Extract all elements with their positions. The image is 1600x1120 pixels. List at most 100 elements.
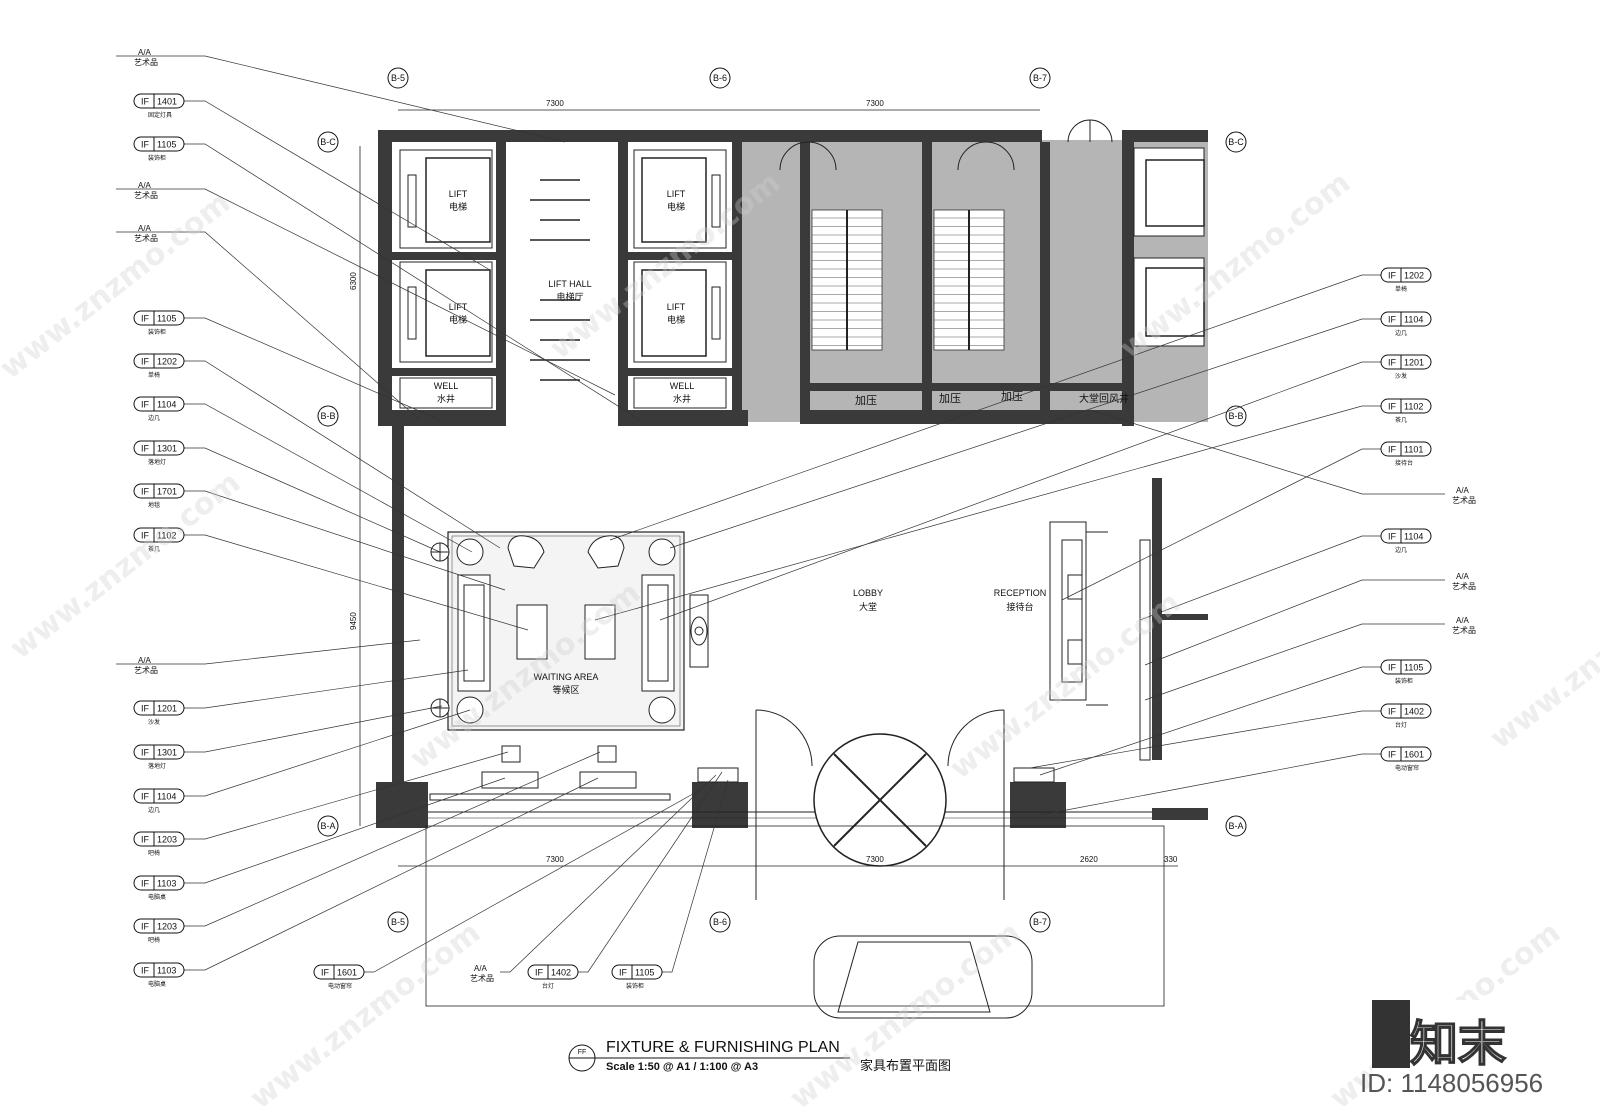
right-tag-1-prefix: IF bbox=[1388, 271, 1397, 281]
left-tag-7-desc: 单椅 bbox=[148, 371, 160, 379]
leader-left-3 bbox=[184, 143, 641, 421]
right-tag-8-code: A/A bbox=[1456, 572, 1470, 581]
leader-bottom-1 bbox=[364, 789, 701, 973]
left-tag-8-code: 1104 bbox=[157, 400, 176, 410]
watermark-7: www.znzmo.com bbox=[1483, 555, 1600, 756]
left-tag-15-desc: 边几 bbox=[148, 806, 160, 814]
right-tag-10-prefix: IF bbox=[1388, 663, 1397, 673]
dim-bottom-2: 7300 bbox=[866, 855, 884, 864]
reception-desk bbox=[1049, 521, 1151, 761]
left-tag-6-code: 1105 bbox=[157, 314, 176, 324]
grid-left-2: B-B bbox=[317, 405, 339, 427]
dim-top-1: 7300 bbox=[546, 99, 564, 108]
leader-right-7 bbox=[1139, 535, 1381, 621]
label-well-2-cn: 水井 bbox=[673, 393, 691, 404]
left-tag-12-code: A/A bbox=[138, 656, 152, 665]
label-lift-1-cn: 电梯 bbox=[449, 201, 467, 212]
dim-top-2: 7300 bbox=[866, 99, 884, 108]
grid-right-3: B-A bbox=[1225, 815, 1247, 837]
left-tag-8-desc: 边几 bbox=[148, 414, 160, 422]
label-pressurize-1: 加压 bbox=[855, 394, 877, 407]
label-lobby-shaft: 大堂回风井 bbox=[1079, 392, 1129, 405]
right-tag-12-prefix: IF bbox=[1388, 750, 1397, 760]
watermark-8: www.znzmo.com bbox=[243, 915, 487, 1116]
bottom-tag-3-prefix: IF bbox=[535, 968, 544, 978]
room-labels: LIFT 电梯 LIFT 电梯 LIFT 电梯 LIFT 电梯 LIFT HAL… bbox=[434, 189, 1129, 695]
left-tag-7-prefix: IF bbox=[141, 357, 150, 367]
leader-right-10 bbox=[1039, 666, 1381, 776]
left-tag-17-desc: 电脑桌 bbox=[148, 893, 166, 901]
lobby-walls bbox=[376, 426, 1208, 828]
left-tag-16-desc: 吧椅 bbox=[148, 849, 160, 857]
leader-left-14 bbox=[184, 705, 443, 753]
leader-left-6 bbox=[184, 317, 441, 421]
label-well-1-cn: 水井 bbox=[437, 393, 455, 404]
right-tag-9-desc: 艺术品 bbox=[1452, 625, 1476, 635]
left-tag-12-desc: 艺术品 bbox=[134, 665, 158, 675]
logo-text: 知末 bbox=[1410, 1016, 1506, 1072]
bottom-tag-3-desc: 台灯 bbox=[542, 982, 554, 990]
left-tag-3-desc: 装饰柜 bbox=[148, 154, 166, 162]
label-lobby: LOBBY bbox=[853, 588, 883, 598]
coffee-tables bbox=[516, 604, 616, 660]
left-tag-8: IF 1104 边几 bbox=[133, 396, 185, 422]
grid-left-1-label: B-C bbox=[320, 137, 336, 147]
left-tag-9-desc: 落地灯 bbox=[148, 458, 166, 466]
grid-top-3: B-7 bbox=[1029, 67, 1051, 89]
left-tag-15-prefix: IF bbox=[141, 792, 150, 802]
right-tag-10-desc: 装饰柜 bbox=[1395, 677, 1413, 685]
grid-right-2-label: B-B bbox=[1228, 411, 1243, 421]
dim-left-2: 9450 bbox=[349, 612, 358, 630]
left-tag-18-desc: 吧椅 bbox=[148, 936, 160, 944]
leader-left-15 bbox=[184, 709, 471, 797]
grid-right-3-label: B-A bbox=[1228, 821, 1243, 831]
label-pressurize-3: 加压 bbox=[1001, 390, 1023, 403]
watermark-4: www.znzmo.com bbox=[3, 465, 247, 666]
left-tag-4-desc: 艺术品 bbox=[134, 190, 158, 200]
left-tag-6-desc: 装饰柜 bbox=[148, 328, 166, 336]
right-tag-11-desc: 台灯 bbox=[1395, 721, 1407, 729]
label-lift-1: LIFT bbox=[449, 189, 468, 199]
lift-cars bbox=[399, 149, 727, 409]
grid-bottom-2-label: B-6 bbox=[713, 917, 727, 927]
left-tag-10-desc: 地毯 bbox=[148, 501, 160, 509]
bottom-tag-3: IF 1402 台灯 bbox=[527, 964, 579, 990]
leader-left-13 bbox=[184, 669, 469, 709]
leader-left-18 bbox=[184, 751, 601, 927]
grid-top-2-label: B-6 bbox=[713, 73, 727, 83]
right-tag-9-code: A/A bbox=[1456, 616, 1470, 625]
label-lift-2: LIFT bbox=[449, 302, 468, 312]
grid-left-3: B-A bbox=[317, 815, 339, 837]
title-symbol: FF bbox=[578, 1049, 587, 1056]
label-lift-3-cn: 电梯 bbox=[667, 201, 685, 212]
label-lift-hall: LIFT HALL bbox=[548, 279, 591, 289]
label-well-1: WELL bbox=[434, 381, 459, 391]
bottom-tag-3-code: 1402 bbox=[551, 968, 571, 978]
image-id: ID: 1148056956 bbox=[1360, 1068, 1543, 1098]
dim-bottom-3: 2620 bbox=[1080, 855, 1098, 864]
left-tag-1-code: A/A bbox=[138, 48, 152, 57]
label-reception-cn: 接待台 bbox=[1006, 601, 1033, 612]
bottom-tag-1-desc: 电动窗帘 bbox=[328, 982, 352, 990]
lift-hall-lines bbox=[530, 179, 590, 381]
right-tag-4-prefix: IF bbox=[1388, 402, 1397, 412]
leader-left-17 bbox=[184, 777, 506, 884]
label-lift-hall-cn: 电梯厅 bbox=[556, 291, 583, 302]
dim-bottom-1: 7300 bbox=[546, 855, 564, 864]
left-tag-8-prefix: IF bbox=[141, 400, 150, 410]
leader-left-7 bbox=[184, 360, 501, 549]
left-tag-17-code: 1103 bbox=[157, 879, 176, 889]
car-outline bbox=[813, 935, 1033, 1019]
